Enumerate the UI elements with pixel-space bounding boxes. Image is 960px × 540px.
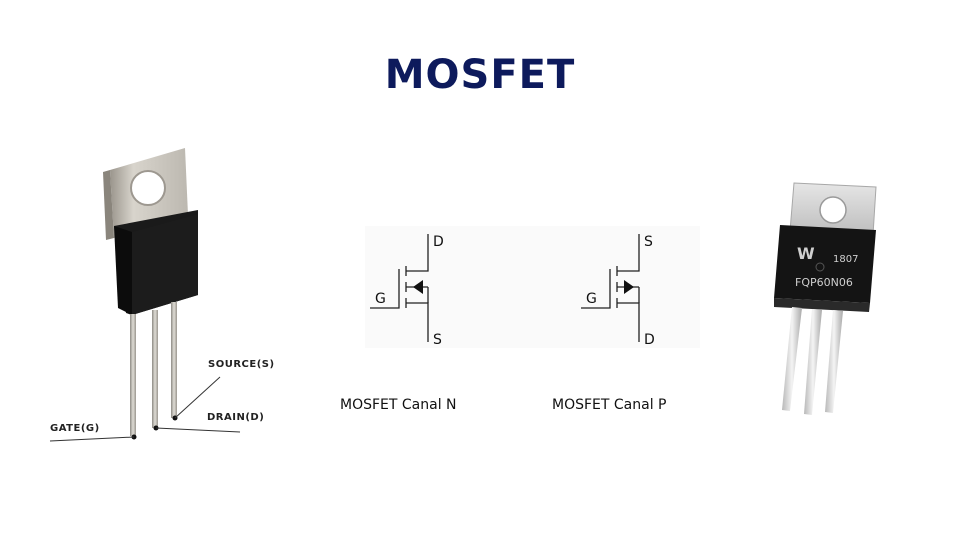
p-channel-symbol: S G D xyxy=(574,226,684,348)
n-drain-letter: D xyxy=(433,234,444,250)
n-channel-symbol: D G S xyxy=(365,226,475,348)
p-channel-caption: MOSFET Canal P xyxy=(552,397,667,413)
mosfet-3d-render xyxy=(30,130,310,450)
p-drain-letter: D xyxy=(644,332,655,348)
drain-pin-label: DRAIN(D) xyxy=(207,412,265,423)
n-source-letter: S xyxy=(433,332,442,348)
date-code: 1807 xyxy=(833,254,858,265)
n-gate-letter: G xyxy=(375,291,386,307)
mosfet-3d-illustration xyxy=(49,148,241,442)
manufacturer-logo: W xyxy=(797,244,815,263)
part-number: FQP60N06 xyxy=(795,276,853,289)
p-gate-letter: G xyxy=(586,291,597,307)
p-source-letter: S xyxy=(644,234,653,250)
source-pin-label: SOURCE(S) xyxy=(208,359,275,370)
mosfet-photo: W 1807 FQP60N06 xyxy=(760,175,890,420)
page-title: MOSFET xyxy=(384,52,576,98)
gate-pin-label: GATE(G) xyxy=(50,423,100,434)
n-channel-caption: MOSFET Canal N xyxy=(340,397,457,413)
